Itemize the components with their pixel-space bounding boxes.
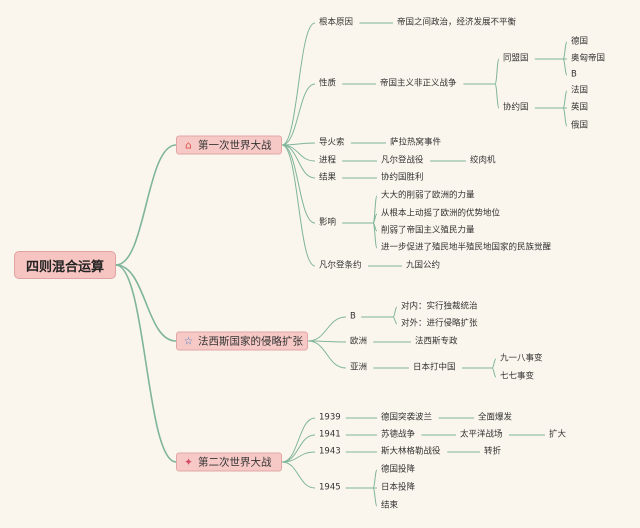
topic-node[interactable]: 导火索 — [319, 137, 345, 148]
topic-node[interactable]: 根本原因 — [319, 17, 354, 28]
connector-line — [562, 41, 568, 60]
topic-node[interactable]: 英国 — [571, 102, 589, 113]
connector-line — [281, 434, 316, 463]
topic-node[interactable]: 欧洲 — [350, 336, 368, 347]
connector-line — [491, 367, 497, 378]
connector-line — [307, 340, 347, 369]
connector-line — [562, 107, 568, 127]
topic-node[interactable]: 凡尔登条约 — [319, 260, 362, 271]
connector-line — [372, 469, 378, 489]
topic-node[interactable]: 萨拉热窝事件 — [390, 137, 442, 148]
topic-node[interactable]: 奥匈帝国 — [571, 53, 606, 64]
connector-line — [281, 144, 316, 179]
topic-node[interactable]: 斯大林格勒战役 — [381, 446, 441, 457]
connector-line — [281, 144, 316, 267]
topic-node[interactable]: 同盟国 — [503, 53, 529, 64]
connector-line — [562, 90, 568, 109]
topic-node[interactable]: 帝国之间政治，经济发展不平衡 — [397, 17, 517, 28]
topic-node[interactable]: 德国 — [571, 36, 589, 47]
topic-node[interactable]: B — [571, 69, 577, 80]
branch-label: 第二次世界大战 — [198, 456, 272, 469]
topic-node[interactable]: B — [350, 311, 356, 322]
topic-node[interactable]: 法国 — [571, 85, 589, 96]
topic-node[interactable]: 结束 — [381, 500, 399, 511]
connector-line — [372, 222, 378, 249]
topic-node[interactable]: 帝国主义非正义战争 — [380, 78, 457, 89]
branch-topic[interactable]: ✦ 第二次世界大战 — [176, 452, 282, 472]
connector-line — [115, 144, 177, 266]
topic-node[interactable]: 俄国 — [571, 120, 589, 131]
topic-node[interactable]: 进一步促进了殖民地半殖民地国家的民族觉醒 — [381, 242, 552, 253]
connector-line — [392, 316, 398, 325]
connector-line — [281, 83, 316, 146]
connector-line — [494, 58, 500, 85]
root-topic[interactable]: 四则混合运算 — [14, 251, 116, 279]
connector-line — [281, 451, 316, 463]
topic-node[interactable]: 日本投降 — [381, 482, 416, 493]
topic-node[interactable]: 七七事变 — [500, 371, 535, 382]
topic-node[interactable]: 德国突袭波兰 — [381, 412, 433, 423]
connector-line — [281, 22, 316, 146]
topic-node[interactable]: 1943 — [319, 446, 341, 457]
topic-node[interactable]: 对外：进行侵略扩张 — [401, 318, 478, 329]
topic-node[interactable]: 苏德战争 — [381, 429, 416, 440]
home-icon: ⌂ — [185, 139, 192, 151]
topic-node[interactable]: 协约国 — [503, 102, 529, 113]
sparkle-icon: ✦ — [184, 456, 193, 468]
star-icon: ☆ — [183, 335, 194, 347]
branch-topic[interactable]: ☆ 法西斯国家的侵略扩张 — [176, 331, 308, 351]
topic-node[interactable]: 影响 — [319, 217, 337, 228]
connector-line — [281, 417, 316, 463]
connector-line — [491, 358, 497, 369]
topic-node[interactable]: 1939 — [319, 412, 341, 423]
connector-line — [281, 144, 316, 224]
topic-node[interactable]: 进程 — [319, 155, 337, 166]
topic-node[interactable]: 1945 — [319, 482, 341, 493]
connector-line — [562, 58, 568, 76]
topic-node[interactable]: 大大的削弱了欧洲的力量 — [381, 190, 475, 201]
topic-node[interactable]: 凡尔登战役 — [381, 155, 424, 166]
topic-node[interactable]: 太平洋战场 — [460, 429, 503, 440]
connector-line — [115, 264, 177, 342]
connector-line — [494, 83, 500, 109]
branch-topic[interactable]: ⌂ 第一次世界大战 — [176, 135, 282, 155]
branch-label: 第一次世界大战 — [198, 139, 272, 152]
topic-node[interactable]: 法西斯专政 — [415, 336, 458, 347]
connector-line — [281, 461, 316, 489]
connector-line — [372, 487, 378, 507]
topic-node[interactable]: 对内：实行独裁统治 — [401, 301, 478, 312]
topic-node[interactable]: 1941 — [319, 429, 341, 440]
topic-node[interactable]: 九一八事变 — [500, 353, 543, 364]
topic-node[interactable]: 扩大 — [549, 429, 567, 440]
topic-node[interactable]: 转折 — [484, 446, 502, 457]
branch-label: 法西斯国家的侵略扩张 — [198, 335, 303, 348]
topic-node[interactable]: 结果 — [319, 172, 337, 183]
connector-line — [392, 306, 398, 318]
topic-node[interactable]: 德国投降 — [381, 464, 416, 475]
topic-node[interactable]: 全面爆发 — [478, 412, 513, 423]
connector-line — [307, 316, 347, 342]
topic-node[interactable]: 九国公约 — [406, 260, 441, 271]
topic-node[interactable]: 绞肉机 — [470, 155, 496, 166]
topic-node[interactable]: 亚洲 — [350, 362, 368, 373]
topic-node[interactable]: 日本打中国 — [413, 362, 456, 373]
topic-node[interactable]: 从根本上动摇了欧洲的优势地位 — [381, 208, 501, 219]
topic-node[interactable]: 削弱了帝国主义殖民力量 — [381, 225, 475, 236]
topic-node[interactable]: 协约国胜利 — [381, 172, 424, 183]
topic-node[interactable]: 性质 — [319, 78, 337, 89]
connector-line — [115, 264, 177, 463]
